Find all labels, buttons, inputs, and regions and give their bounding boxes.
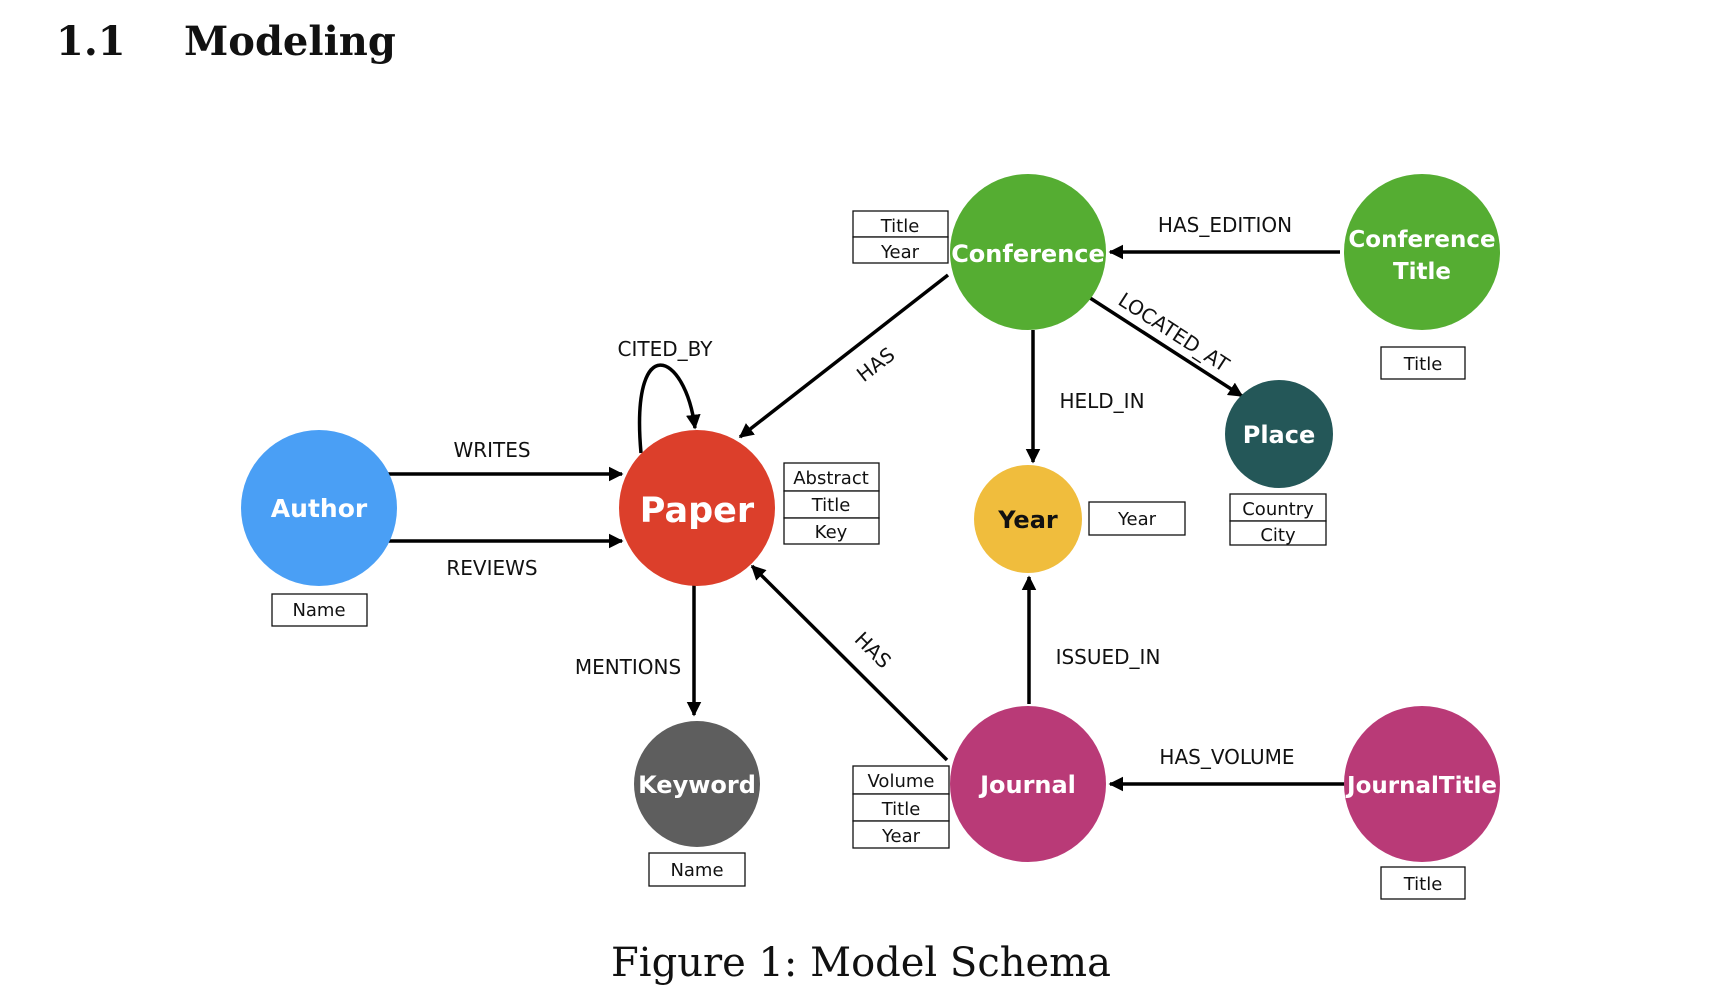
edge-label-has-edition: HAS_EDITION xyxy=(1158,213,1292,237)
props-keyword-box xyxy=(648,852,746,887)
props-paper-title: Title xyxy=(811,495,851,516)
props-journal-volume: Volume xyxy=(868,771,935,792)
edge-located-at xyxy=(1086,294,1244,398)
props-journal-title: Title xyxy=(881,799,921,820)
edge-label-conference-has: HAS xyxy=(852,342,899,386)
props-conference-year: Year xyxy=(880,242,920,263)
props-conference-title-title: Title xyxy=(1403,354,1443,375)
props-keyword: Name xyxy=(648,852,746,887)
props-conference: Title Year xyxy=(852,210,949,264)
node-author-circle xyxy=(241,430,397,586)
props-year-year: Year xyxy=(1117,509,1157,530)
props-place-city: City xyxy=(1260,525,1296,546)
props-journal-title-box xyxy=(1380,866,1466,900)
node-place-label: Place xyxy=(1243,421,1316,449)
props-place-box-2 xyxy=(1229,520,1327,546)
props-conference-box-2 xyxy=(852,236,949,264)
edge-label-cited-by: CITED_BY xyxy=(618,337,714,361)
node-year-circle xyxy=(974,465,1082,573)
props-author-name: Name xyxy=(292,600,345,621)
node-keyword-circle xyxy=(634,721,760,847)
section-number: 1.1 xyxy=(56,18,126,65)
node-author: Author xyxy=(241,430,397,586)
props-place: Country City xyxy=(1229,493,1327,546)
section-heading: 1.1 Modeling xyxy=(56,18,396,65)
edge-conference-has xyxy=(738,273,950,439)
node-journal-circle xyxy=(950,706,1106,862)
node-journal-title-circle xyxy=(1344,706,1500,862)
props-journal-box-1 xyxy=(852,765,950,795)
node-conference-label: Conference xyxy=(951,240,1105,268)
node-place: Place xyxy=(1225,380,1333,488)
figure-caption: Figure 1: Model Schema xyxy=(611,940,1111,986)
props-conference-title-box xyxy=(1380,346,1466,380)
props-conference-box-1 xyxy=(852,210,949,238)
props-paper-box-2 xyxy=(783,490,880,519)
node-conference-title-label-line1: Conference xyxy=(1348,227,1495,253)
props-year: Year xyxy=(1088,501,1186,536)
node-year: Year xyxy=(974,465,1082,573)
node-conference-circle xyxy=(950,174,1106,330)
node-place-circle xyxy=(1225,380,1333,488)
edge-label-reviews: REVIEWS xyxy=(446,556,537,580)
props-paper-box-3 xyxy=(783,517,880,545)
node-paper-label: Paper xyxy=(640,491,755,531)
node-paper-circle xyxy=(619,430,775,586)
node-year-label: Year xyxy=(997,506,1058,534)
props-journal: Volume Title Year xyxy=(852,765,950,849)
props-keyword-name: Name xyxy=(670,860,723,881)
node-keyword: Keyword xyxy=(634,721,760,847)
props-journal-box-3 xyxy=(852,820,950,849)
node-author-label: Author xyxy=(271,494,368,523)
edge-cited-by xyxy=(637,363,701,454)
node-journal-title-label: JournalTitle xyxy=(1345,773,1497,799)
props-conference-title: Title xyxy=(880,216,920,237)
node-conference: Conference xyxy=(950,174,1106,330)
node-conference-title: Conference Title xyxy=(1344,174,1500,330)
props-place-country: Country xyxy=(1242,499,1314,520)
props-paper-abstract: Abstract xyxy=(793,468,869,489)
node-journal-label: Journal xyxy=(978,771,1076,799)
props-paper-box-1 xyxy=(783,462,880,492)
props-paper: Abstract Title Key xyxy=(783,462,880,545)
edge-label-writes: WRITES xyxy=(453,438,530,462)
props-journal-box-2 xyxy=(852,793,950,822)
edge-label-located-at: LOCATED_AT xyxy=(1114,288,1234,378)
props-year-box xyxy=(1088,501,1186,536)
props-author: Name xyxy=(271,593,368,627)
props-journal-title-title: Title xyxy=(1403,874,1443,895)
node-keyword-label: Keyword xyxy=(638,771,756,799)
edge-label-held-in: HELD_IN xyxy=(1059,389,1144,413)
node-conference-title-label-line2: Title xyxy=(1393,259,1451,285)
node-paper: Paper xyxy=(619,430,775,586)
props-journal-title: Title xyxy=(1380,866,1466,900)
edge-label-has-volume: HAS_VOLUME xyxy=(1159,745,1294,769)
section-title: Modeling xyxy=(184,18,396,65)
edge-label-issued-in: ISSUED_IN xyxy=(1056,645,1161,669)
node-journal-title: JournalTitle xyxy=(1344,706,1500,862)
props-journal-year: Year xyxy=(881,826,921,847)
edge-journal-has xyxy=(750,564,949,762)
props-conference-title: Title xyxy=(1380,346,1466,380)
edge-label-journal-has: HAS xyxy=(850,627,896,673)
node-journal: Journal xyxy=(950,706,1106,862)
props-paper-key: Key xyxy=(815,522,848,543)
node-conference-title-circle xyxy=(1344,174,1500,330)
props-author-box xyxy=(271,593,368,627)
edge-label-mentions: MENTIONS xyxy=(575,655,681,679)
props-place-box-1 xyxy=(1229,493,1327,522)
